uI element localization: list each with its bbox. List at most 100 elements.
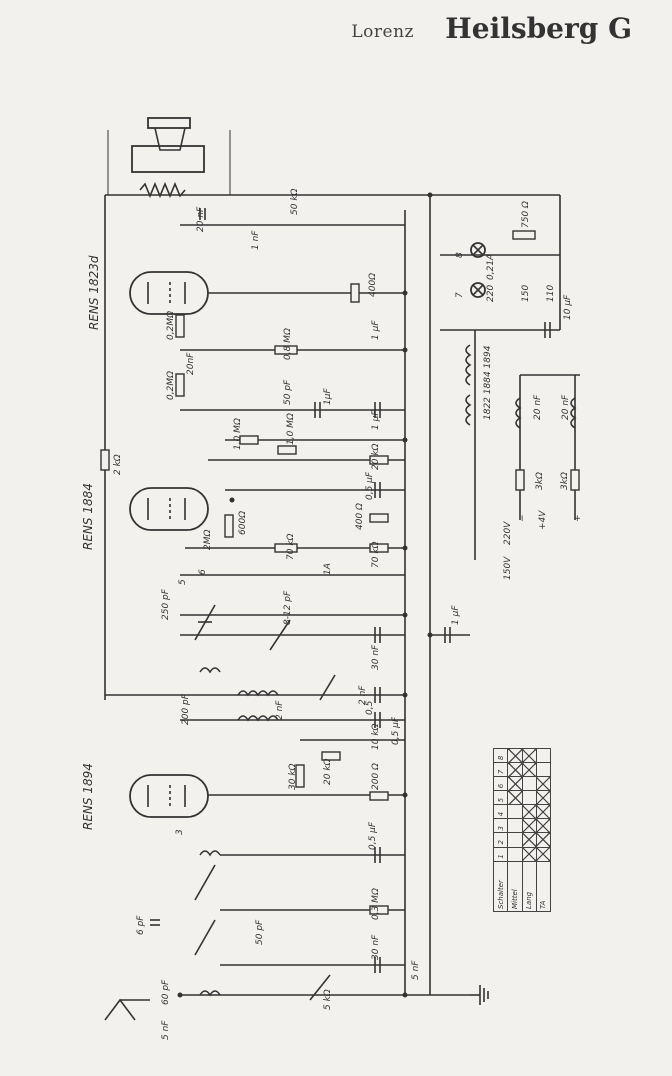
resistor [512, 230, 536, 240]
legend-cell: 2 [493, 832, 508, 848]
resistor [175, 373, 185, 397]
component-label: 30 nF [371, 934, 381, 960]
component-label: 200 pF [181, 693, 191, 725]
component-label: 1 µF [371, 410, 381, 430]
component-label: 30 kΩ [288, 763, 298, 790]
legend-cell: 6 [493, 776, 508, 791]
component-label: 1 µF [451, 605, 461, 625]
resistor [239, 435, 259, 445]
component-label: 0,2MΩ [166, 371, 176, 400]
component-label: 250 pF [161, 588, 171, 620]
component-label: 1µF [323, 388, 333, 405]
tube-3-label: RENS 1894 [81, 763, 95, 830]
switch-label: 3 [175, 829, 185, 835]
resistor [100, 449, 110, 471]
component-label: 20 nF [561, 394, 571, 420]
component-label: 30 nF [371, 644, 381, 670]
component-label: 0,5 µF [365, 471, 375, 500]
component-label: 50 pF [283, 379, 293, 405]
legend-cell: 5 [493, 790, 508, 805]
component-label: 70 kΩ [371, 541, 381, 568]
terminal-label: +4V [538, 510, 548, 530]
tube-1-label: RENS 1823d [87, 255, 101, 330]
resistor [295, 764, 305, 788]
component-label: 2MΩ [203, 530, 213, 550]
switch-label: 6 [198, 569, 208, 575]
component-label: 150 [521, 285, 531, 302]
component-label: 5 kΩ [323, 989, 333, 1010]
switch-label: 7 [455, 292, 465, 298]
resistor [175, 314, 185, 338]
component-label: 10 kΩ [371, 723, 381, 750]
component-label: 20 nF [196, 206, 206, 232]
tube-3-symbol [129, 774, 209, 818]
capacitors [150, 208, 551, 973]
resistor [369, 791, 389, 801]
resistor [277, 445, 297, 455]
resistor [274, 543, 298, 553]
component-label: 70 kΩ [286, 533, 296, 560]
component-label: 0,2MΩ [166, 311, 176, 340]
switch-label: 5 [178, 579, 188, 585]
resistor [369, 543, 389, 553]
resistor [224, 514, 234, 538]
component-label: 0,21A [486, 254, 496, 280]
legend-cell: 1 [493, 847, 508, 862]
resistor [369, 905, 389, 915]
legend-cell: 8 [493, 748, 508, 763]
component-label: 200 Ω [371, 763, 381, 790]
switch-legend-table: Schalter 1 2 3 4 5 6 7 8 Mittel Lang TA [493, 748, 551, 912]
component-label: 110 [546, 285, 556, 302]
component-label: 2 kΩ [113, 454, 123, 475]
ground-icon [470, 985, 489, 1005]
component-label: 1 nF [251, 230, 261, 250]
legend-cell: Lang [522, 861, 537, 912]
resistor [515, 469, 525, 491]
tube-2-symbol [129, 487, 209, 531]
component-label: 3kΩ [535, 472, 545, 490]
legend-cell: 3 [493, 818, 508, 833]
component-label: 10 µF [563, 294, 573, 320]
resistor [570, 469, 580, 491]
tuning-capacitor-icon [194, 604, 336, 1001]
model-name: Heilsberg G [445, 12, 632, 45]
legend-cell: TA [536, 861, 551, 912]
component-label: 1822 1884 1894 [483, 345, 493, 420]
component-label: 3kΩ [560, 472, 570, 490]
component-label: 50 pF [255, 919, 265, 945]
legend-cell: 4 [493, 804, 508, 819]
component-label: 400Ω [368, 273, 378, 297]
component-label: 750 Ω [521, 201, 531, 228]
component-label: 0,5 µF [391, 716, 401, 745]
component-label: 1 µF [371, 320, 381, 340]
switch-label: 1A [323, 563, 333, 575]
component-label: 60 pF [161, 979, 171, 1005]
component-label: 220 [486, 285, 496, 302]
component-label: 400 Ω [355, 503, 365, 530]
tube-2-label: RENS 1884 [81, 483, 95, 550]
component-label: 5 nF [161, 1020, 171, 1040]
component-label: 1,0 MΩ [286, 413, 296, 445]
resistor [274, 345, 298, 355]
component-label: 0,8 MΩ [283, 328, 293, 360]
resistor [321, 751, 341, 761]
component-label: 20 kΩ [371, 443, 381, 470]
component-label: 1,0 MΩ [233, 418, 243, 450]
switch-label: 8 [455, 252, 465, 258]
legend-cell: Schalter [493, 861, 508, 912]
component-label: 20nF [186, 352, 196, 375]
component-label: 2 nF [358, 685, 368, 705]
speaker-icon [107, 117, 231, 199]
terminal-label: 150V [503, 556, 513, 580]
component-label: 20 kΩ [323, 758, 333, 785]
component-label: 2 nF [275, 700, 285, 720]
component-label: 0,5 µF [368, 821, 378, 850]
terminal-label: + [573, 514, 583, 522]
legend-cell: 7 [493, 762, 508, 777]
antenna-icon [104, 998, 150, 1021]
component-label: 0,5 [365, 700, 375, 715]
resistor [369, 513, 389, 523]
component-label: 50 kΩ [290, 188, 300, 215]
resistor [350, 283, 360, 303]
